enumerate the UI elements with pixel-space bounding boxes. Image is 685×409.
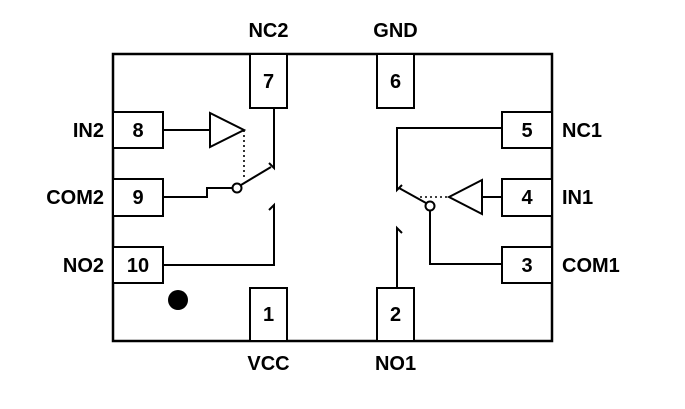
pin-7: 7 NC2 <box>248 20 289 109</box>
no2-wire <box>163 218 275 266</box>
com1-wire <box>429 211 502 265</box>
pin-2: 2 NO1 <box>375 287 416 375</box>
pin-5-box <box>501 111 553 149</box>
pin-1-number: 1 <box>263 304 274 326</box>
in2-buffer-icon <box>209 111 247 149</box>
switch-2-arm <box>240 166 272 186</box>
pin-5-label: NC1 <box>562 120 602 142</box>
com1-pivot-icon <box>424 200 436 212</box>
nc1-wire <box>396 127 502 185</box>
pin-8-box <box>112 111 164 149</box>
pin-4-box <box>501 178 553 217</box>
pin-9-number: 9 <box>132 187 143 209</box>
pin-1: 1 VCC <box>247 287 290 375</box>
pin-6-number: 6 <box>390 71 401 93</box>
pin-1-label: VCC <box>247 353 289 375</box>
nc2-contact-icon <box>268 158 275 171</box>
pin-2-label: NO1 <box>375 353 416 375</box>
pin-8-number: 8 <box>132 120 143 142</box>
pin-10: 10 NO2 <box>63 246 164 284</box>
pin-9-box <box>112 178 164 217</box>
switch-1-arm <box>398 187 427 204</box>
pin-6: 6 GND <box>373 20 418 109</box>
in1-buffer-icon <box>446 178 483 216</box>
pin-2-number: 2 <box>390 304 401 326</box>
pin-5-number: 5 <box>521 120 532 142</box>
pin-8: 8 IN2 <box>73 111 164 149</box>
pin-3: 3 COM1 <box>501 246 620 284</box>
pin-4-label: IN1 <box>562 187 593 209</box>
pin-9-label: COM2 <box>46 187 104 209</box>
pin-8-label: IN2 <box>73 120 104 142</box>
no2-contact-icon <box>268 202 275 218</box>
com2-wire <box>163 187 233 198</box>
com2-pivot-icon <box>231 182 243 194</box>
pin-7-label: NC2 <box>248 20 288 42</box>
switch-1-circuit <box>396 127 502 288</box>
pin-5: 5 NC1 <box>501 111 602 149</box>
pin-3-number: 3 <box>521 255 532 277</box>
pin-4: 4 IN1 <box>501 178 593 217</box>
pin-6-box <box>376 53 415 109</box>
pin-1-box <box>249 287 288 342</box>
switch-2-circuit <box>163 108 275 266</box>
pin-7-number: 7 <box>263 71 274 93</box>
pin1-marker-dot <box>168 290 188 310</box>
nc1-contact-icon <box>396 180 403 193</box>
pin-10-label: NO2 <box>63 255 104 277</box>
pin-6-label: GND <box>373 20 417 42</box>
pin-9: 9 COM2 <box>46 178 164 217</box>
pin-4-number: 4 <box>521 187 533 209</box>
no1-contact-icon <box>396 225 403 240</box>
pin-7-box <box>249 53 288 109</box>
pin-2-box <box>376 287 415 342</box>
pin-10-number: 10 <box>127 255 149 277</box>
pin-3-label: COM1 <box>562 255 620 277</box>
pin-10-box <box>112 246 164 284</box>
